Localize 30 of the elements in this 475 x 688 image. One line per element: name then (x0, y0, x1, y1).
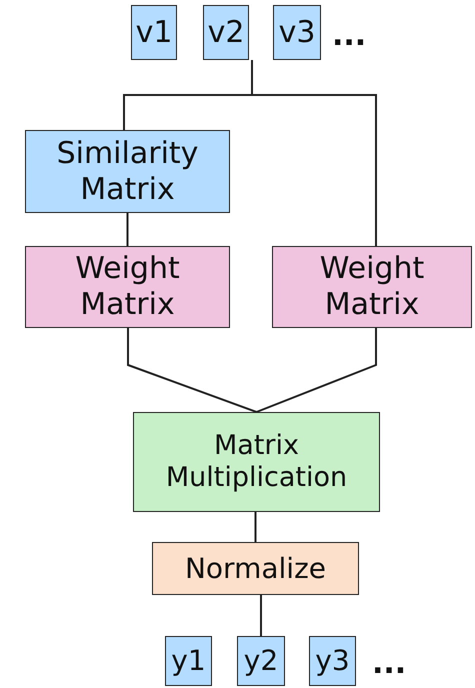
box-label: Matrix Multiplication (164, 430, 348, 494)
connector-line (256, 328, 377, 413)
box-label: Weight Matrix (74, 251, 181, 323)
process-box (25, 130, 230, 213)
box-label: v3 (278, 14, 316, 50)
process-box (272, 246, 472, 328)
connector-line (251, 60, 377, 246)
process-box (165, 636, 212, 686)
connector-line (127, 328, 257, 413)
connector-line (260, 595, 262, 636)
connector-line (254, 512, 256, 542)
ellipsis-text: ... (332, 18, 366, 53)
box-label: Weight Matrix (318, 251, 426, 323)
process-box (152, 542, 359, 595)
box-label: Normalize (184, 552, 326, 586)
process-box (273, 5, 321, 60)
box-label: v2 (208, 14, 244, 50)
connector-line (126, 213, 128, 246)
ellipsis-text: ... (372, 646, 406, 681)
box-label: v1 (136, 14, 172, 50)
process-box (237, 636, 285, 686)
box-label: y3 (315, 644, 350, 678)
box-label: y2 (244, 644, 278, 678)
box-label: Similarity Matrix (56, 136, 200, 208)
process-box (25, 246, 230, 328)
box-label: y1 (171, 644, 206, 678)
process-box (131, 5, 177, 60)
process-box (309, 636, 356, 686)
process-box (133, 412, 380, 512)
process-box (203, 5, 249, 60)
